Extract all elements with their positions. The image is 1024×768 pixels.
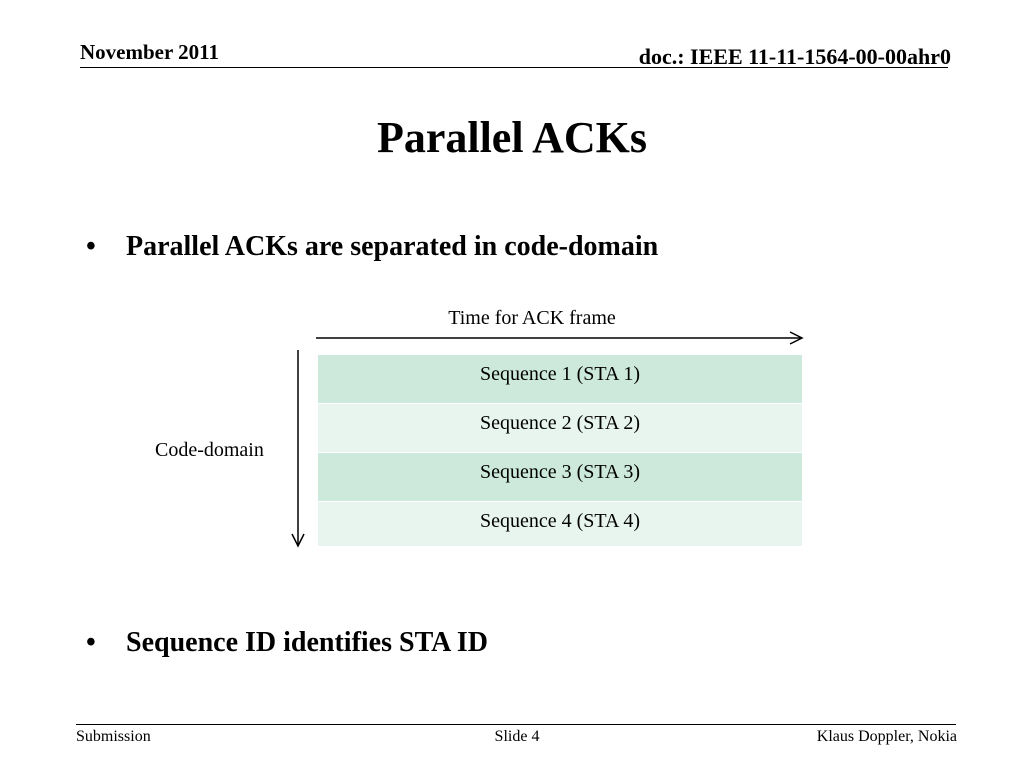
- bullet-icon: •: [86, 231, 96, 262]
- sequence-row-1: Sequence 1 (STA 1): [318, 355, 802, 404]
- bullet-item-2: • Sequence ID identifies STA ID: [86, 627, 488, 659]
- sequence-row-2: Sequence 2 (STA 2): [318, 404, 802, 453]
- code-arrow: [291, 350, 305, 548]
- header-doc-id: doc.: IEEE 11-11-1564-00-00ahr0: [638, 44, 951, 69]
- bullet-text: Parallel ACKs are separated in code-doma…: [126, 231, 659, 262]
- bullet-item-1: • Parallel ACKs are separated in code-dom…: [86, 231, 658, 263]
- bullet-icon: •: [86, 627, 96, 658]
- time-axis-label: Time for ACK frame: [448, 307, 616, 329]
- time-arrow: [316, 331, 804, 345]
- header-date: November 2011: [80, 40, 220, 64]
- footer-divider: [76, 724, 956, 725]
- footer-slide-number: Slide 4: [494, 728, 540, 745]
- code-axis-label: Code-domain: [155, 439, 264, 461]
- sequence-table: Sequence 1 (STA 1) Sequence 2 (STA 2) Se…: [318, 355, 802, 546]
- bullet-text: Sequence ID identifies STA ID: [126, 627, 488, 658]
- footer-author: Klaus Doppler, Nokia: [816, 728, 957, 745]
- slide-title: Parallel ACKs: [376, 113, 648, 162]
- header-divider: [80, 67, 948, 68]
- footer-submission: Submission: [76, 728, 151, 745]
- sequence-row-3: Sequence 3 (STA 3): [318, 453, 802, 502]
- sequence-row-4: Sequence 4 (STA 4): [318, 502, 802, 546]
